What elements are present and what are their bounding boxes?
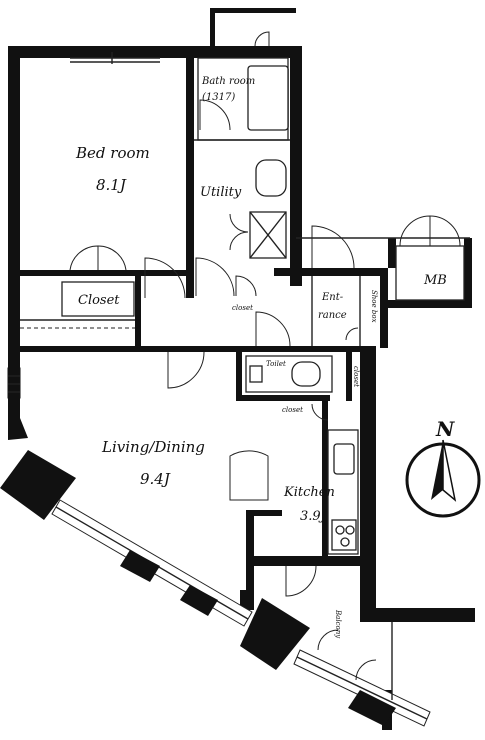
utility-fixtures: [194, 31, 290, 297]
entrance-label-2: rance: [318, 310, 347, 321]
closet-outline: [20, 245, 135, 329]
kitchen-fixtures: [229, 429, 359, 597]
living-size: 9.4J: [140, 470, 171, 488]
entrance-label-1: Ent-: [321, 292, 344, 303]
bedroom-label: Bed room: [75, 144, 150, 162]
mb-box: [296, 215, 470, 301]
kitchen-size: 3.9J: [300, 509, 327, 524]
utility-label: Utility: [200, 185, 242, 200]
compass: N: [405, 417, 481, 518]
kitchen-label: Kitchen: [283, 485, 335, 500]
walls: [8, 8, 475, 730]
bath-fixtures: [197, 57, 289, 141]
toilet-fixtures: [167, 351, 333, 421]
bedroom-size: 8.1J: [96, 176, 127, 194]
closet-small-label-2: closet: [352, 366, 360, 387]
compass-north-label: N: [435, 417, 455, 441]
toilet-label: Toilet: [266, 360, 286, 368]
closet-small-label-1: closet: [232, 304, 253, 312]
closet-label: Closet: [78, 293, 120, 308]
shoebox-label: Shoe box: [370, 290, 378, 323]
closet-small-label-3: closet: [282, 406, 303, 414]
bath-size: (1317): [202, 92, 235, 103]
bedroom-door: [144, 257, 186, 299]
bath-label: Bath room: [201, 76, 255, 87]
living-label: Living/Dining: [101, 438, 205, 456]
mb-label: MB: [423, 273, 447, 288]
living-window: [0, 367, 431, 727]
bedroom-window: [70, 52, 160, 64]
entrance-area: [255, 225, 361, 347]
balcony-label: Balcony: [334, 609, 342, 639]
